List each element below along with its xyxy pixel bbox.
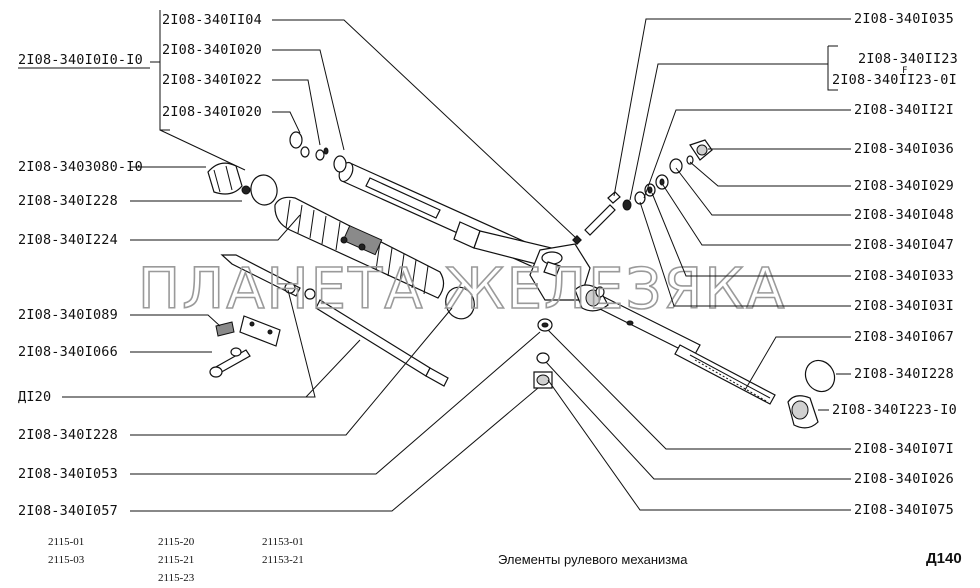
label-tl-2: 2I08-340I022 xyxy=(162,72,262,88)
label-r-2: 2I08-340II23-0I xyxy=(832,72,957,88)
pinion-seals xyxy=(622,139,713,211)
washers-top xyxy=(289,131,347,173)
watermark: ПЛАНЕТА ЖЕЛЕЗЯКА xyxy=(138,257,786,322)
model-2: 2115-20 xyxy=(158,536,195,548)
label-l-6: 2I08-340I228 xyxy=(18,427,118,443)
label-r-7: 2I08-340I047 xyxy=(854,237,954,253)
model-3: 2115-21 xyxy=(158,554,195,566)
label-r-10: 2I08-340I067 xyxy=(854,329,954,345)
right-labels: 2I08-340I035 2I08-340II23 F 2I08-340II23… xyxy=(832,11,958,518)
label-l-1: 2I08-340I228 xyxy=(18,193,118,209)
tie-rod-bracket xyxy=(220,254,449,387)
left-labels: 2I08-3403080-I0 2I08-340I228 2I08-340I22… xyxy=(18,159,143,519)
label-r-8: 2I08-340I033 xyxy=(854,268,954,284)
end-cap xyxy=(787,395,819,429)
label-r-4: 2I08-340I036 xyxy=(854,141,954,157)
label-r-9: 2I08-340I03I xyxy=(854,298,954,314)
label-r-5: 2I08-340I029 xyxy=(854,178,954,194)
label-l-4: 2I08-340I066 xyxy=(18,344,118,360)
label-r-0: 2I08-340I035 xyxy=(854,11,954,27)
label-tl-0: 2I08-340II04 xyxy=(162,12,262,28)
rack-boot xyxy=(274,196,445,299)
label-r-6: 2I08-340I048 xyxy=(854,207,954,223)
label-r-14: 2I08-340I026 xyxy=(854,471,954,487)
adjuster-parts xyxy=(533,318,553,389)
label-l-5: ДI20 xyxy=(18,389,51,405)
label-r-11: 2I08-340I228 xyxy=(854,366,954,382)
label-l-3: 2I08-340I089 xyxy=(18,307,118,323)
model-1: 2115-03 xyxy=(48,554,85,566)
label-group: 2I08-340I0I0-I0 xyxy=(18,52,143,68)
label-tl-3: 2I08-340I020 xyxy=(162,104,262,120)
clamp-right xyxy=(804,359,836,393)
model-6: 21153-21 xyxy=(262,554,304,566)
label-r-13: 2I08-340I07I xyxy=(854,441,954,457)
bolt xyxy=(209,347,251,378)
mounting-plate xyxy=(215,315,281,347)
model-0: 2115-01 xyxy=(48,536,85,548)
page-title: Элементы рулевого механизма xyxy=(498,552,688,567)
label-l-0: 2I08-3403080-I0 xyxy=(18,159,143,175)
label-r-15: 2I08-340I075 xyxy=(854,502,954,518)
label-r-note: F xyxy=(902,66,908,76)
label-l-2: 2I08-340I224 xyxy=(18,232,118,248)
inner-boot xyxy=(574,284,609,312)
group-label: 2I08-340I0I0-I0 xyxy=(18,52,150,69)
clamp-left xyxy=(241,174,278,206)
clamp-mid xyxy=(445,286,475,320)
label-r-3: 2I08-340II2I xyxy=(854,102,954,118)
model-4: 2115-23 xyxy=(158,572,195,584)
leader-lines xyxy=(62,10,851,512)
label-tl-1: 2I08-340I020 xyxy=(162,42,262,58)
rack-support xyxy=(207,162,243,195)
top-left-labels: 2I08-340II04 2I08-340I020 2I08-340I022 2… xyxy=(162,12,262,120)
label-r-12: 2I08-340I223-I0 xyxy=(832,402,957,418)
label-r-1: 2I08-340II23 xyxy=(858,51,958,67)
parts-drawing xyxy=(207,131,836,429)
pinion-shaft xyxy=(572,191,621,245)
label-l-7: 2I08-340I053 xyxy=(18,466,118,482)
page-number: Д140 xyxy=(926,550,962,567)
model-5: 21153-01 xyxy=(262,536,304,548)
label-l-8: 2I08-340I057 xyxy=(18,503,118,519)
